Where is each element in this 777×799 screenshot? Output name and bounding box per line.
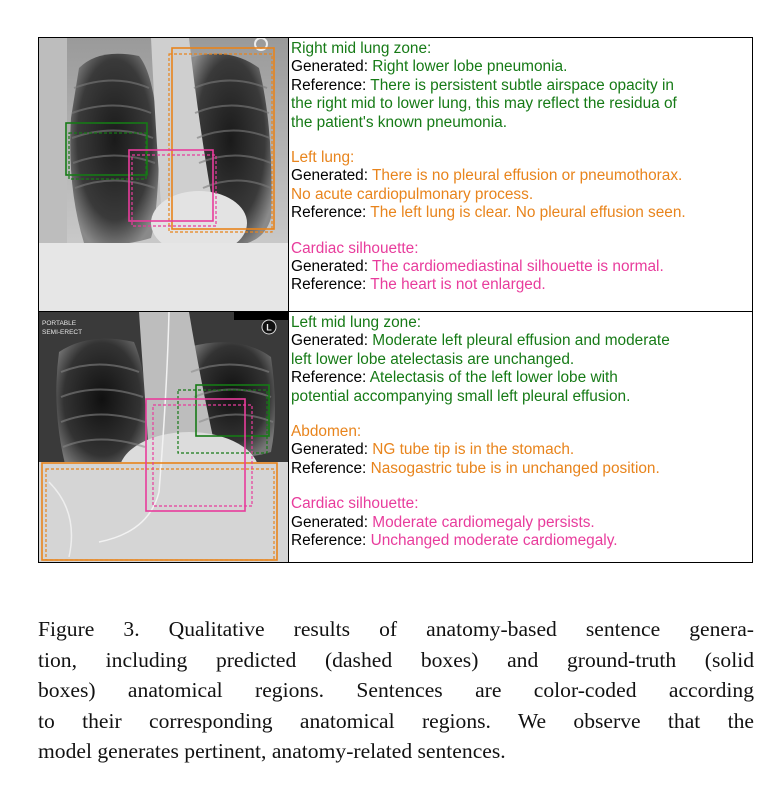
- box-ground-truth-cardiac-silhouette: [145, 398, 246, 512]
- xray-2-label-semi-erect: SEMI-ERECT: [42, 329, 82, 336]
- reference-label: Reference:: [291, 459, 367, 477]
- box-predicted-left-mid-lung-zone: [177, 389, 268, 454]
- reference-text: Unchanged moderate cardiomegaly.: [370, 532, 618, 550]
- generated-line: Generated: Right lower lobe pneumonia.: [291, 58, 749, 76]
- region-label: Left mid lung zone:: [291, 314, 422, 331]
- sentences-cell-1: Right mid lung zone: Generated: Right lo…: [291, 40, 749, 312]
- generated-text: NG tube tip is in the stomach.: [372, 441, 575, 459]
- entry-right-mid-lung-zone: Right mid lung zone: Generated: Right lo…: [291, 40, 749, 132]
- xray-1-abdomen: [39, 243, 288, 311]
- xray-2-label-portable: PORTABLE: [42, 320, 77, 327]
- generated-text-cont: No acute cardiopulmonary process.: [291, 185, 534, 203]
- generated-label: Generated:: [291, 167, 369, 185]
- caption-line: Figure 3. Qualitative results of anatomy…: [38, 617, 754, 641]
- reference-label: Reference:: [291, 532, 367, 550]
- box-ground-truth-cardiac-silhouette: [128, 149, 214, 222]
- chest-xray-image-2: PORTABLE SEMI-ERECT L: [39, 312, 289, 562]
- box-predicted-right-mid-lung-zone: [68, 132, 147, 180]
- xray-2-right-lung: [56, 338, 148, 474]
- reference-label: Reference:: [291, 369, 367, 387]
- reference-line: Reference: Atelectasis of the left lower…: [291, 369, 749, 387]
- reference-label: Reference:: [291, 276, 367, 294]
- generated-line: Generated: NG tube tip is in the stomach…: [291, 441, 749, 459]
- generated-label: Generated:: [291, 441, 369, 459]
- xray-2-ribs: [60, 363, 274, 448]
- reference-text-cont: the right mid to lower lung, this may re…: [291, 95, 677, 113]
- figure-row-2: PORTABLE SEMI-ERECT L Left mid lung zone…: [39, 312, 752, 562]
- generated-text: Right lower lobe pneumonia.: [372, 58, 568, 76]
- generated-text: There is no pleural effusion or pneumoth…: [372, 167, 683, 185]
- xray-2-wire: [48, 481, 73, 558]
- caption-line: to their corresponding anatomical region…: [38, 708, 754, 733]
- region-label: Cardiac silhouette:: [291, 495, 419, 513]
- xray-2-top-bar: [234, 312, 288, 320]
- xray-2-tube: [98, 312, 170, 543]
- figure-table: Right mid lung zone: Generated: Right lo…: [38, 37, 753, 563]
- reference-line: Reference: There is persistent subtle ai…: [291, 77, 749, 95]
- entry-cardiac-silhouette: Cardiac silhouette: Generated: Moderate …: [291, 495, 749, 550]
- reference-line: Reference: Nasogastric tube is in unchan…: [291, 460, 749, 478]
- reference-label: Reference:: [291, 76, 367, 94]
- xray-1-right-lung: [70, 53, 159, 245]
- generated-text: Moderate cardiomegaly persists.: [372, 513, 595, 531]
- xray-2-abdomen: [39, 462, 288, 562]
- entry-abdomen: Abdomen: Generated: NG tube tip is in th…: [291, 423, 749, 478]
- region-label: Abdomen:: [291, 423, 362, 441]
- xray-2-side-marker: [261, 319, 277, 335]
- generated-text: Moderate left pleural effusion and moder…: [372, 332, 670, 350]
- generated-label: Generated:: [291, 513, 369, 531]
- box-ground-truth-abdomen: [41, 462, 278, 561]
- reference-line: Reference: The heart is not enlarged.: [291, 276, 749, 294]
- chest-xray-image-1: [39, 38, 289, 311]
- caption-line: boxes) anatomical regions. Sentences are…: [38, 678, 754, 702]
- generated-label: Generated:: [291, 332, 369, 350]
- reference-text: There is persistent subtle airspace opac…: [370, 76, 674, 94]
- figure-row-1: Right mid lung zone: Generated: Right lo…: [39, 38, 752, 312]
- caption-line: tion, including predicted (dashed boxes)…: [38, 647, 754, 672]
- reference-label: Reference:: [291, 204, 367, 222]
- entry-cardiac-silhouette: Cardiac silhouette: Generated: The cardi…: [291, 240, 749, 295]
- xray-1-heart: [151, 191, 247, 255]
- box-predicted-left-lung: [168, 53, 273, 233]
- reference-line: Reference: Unchanged moderate cardiomega…: [291, 532, 749, 550]
- generated-text-cont: left lower lobe atelectasis are unchange…: [291, 350, 575, 368]
- caption-line: model generates pertinent, anatomy-relat…: [38, 739, 506, 763]
- region-label: Left lung:: [291, 149, 355, 167]
- region-label: Cardiac silhouette:: [291, 239, 419, 257]
- entry-left-lung: Left lung: Generated: There is no pleura…: [291, 149, 749, 223]
- reference-text: The left lung is clear. No pleural effus…: [370, 204, 686, 222]
- box-predicted-cardiac-silhouette: [131, 154, 217, 227]
- region-label: Right mid lung zone:: [291, 40, 432, 57]
- reference-text: Atelectasis of the left lower lobe with: [369, 369, 618, 387]
- box-ground-truth-right-mid-lung-zone: [65, 122, 148, 176]
- entry-left-mid-lung-zone: Left mid lung zone: Generated: Moderate …: [291, 314, 749, 406]
- generated-line: Generated: There is no pleural effusion …: [291, 167, 749, 185]
- xray-1-marker: [254, 38, 268, 51]
- generated-line: Generated: The cardiomediastinal silhoue…: [291, 258, 749, 276]
- sentences-cell-2: Left mid lung zone: Generated: Moderate …: [291, 314, 749, 567]
- generated-label: Generated:: [291, 258, 369, 276]
- generated-line: Generated: Moderate left pleural effusio…: [291, 332, 749, 350]
- reference-text-cont: potential accompanying small left pleura…: [291, 387, 631, 405]
- xray-2-side-marker-letter: L: [266, 323, 272, 333]
- reference-text: Nasogastric tube is in unchanged positio…: [370, 459, 660, 477]
- box-ground-truth-left-mid-lung-zone: [195, 384, 270, 437]
- reference-line: Reference: The left lung is clear. No pl…: [291, 204, 749, 222]
- generated-text: The cardiomediastinal silhouette is norm…: [372, 258, 664, 276]
- generated-line: Generated: Moderate cardiomegaly persist…: [291, 514, 749, 532]
- generated-label: Generated:: [291, 58, 369, 76]
- reference-text-cont: the patient's known pneumonia.: [291, 113, 507, 131]
- box-ground-truth-left-lung: [171, 47, 275, 230]
- xray-1-ribs: [71, 79, 272, 189]
- box-predicted-abdomen: [45, 468, 275, 561]
- xray-1-svg: [39, 38, 288, 311]
- xray-2-svg: PORTABLE SEMI-ERECT L: [39, 312, 288, 562]
- figure-caption: Figure 3. Qualitative results of anatomy…: [38, 614, 754, 767]
- reference-text: The heart is not enlarged.: [370, 276, 546, 294]
